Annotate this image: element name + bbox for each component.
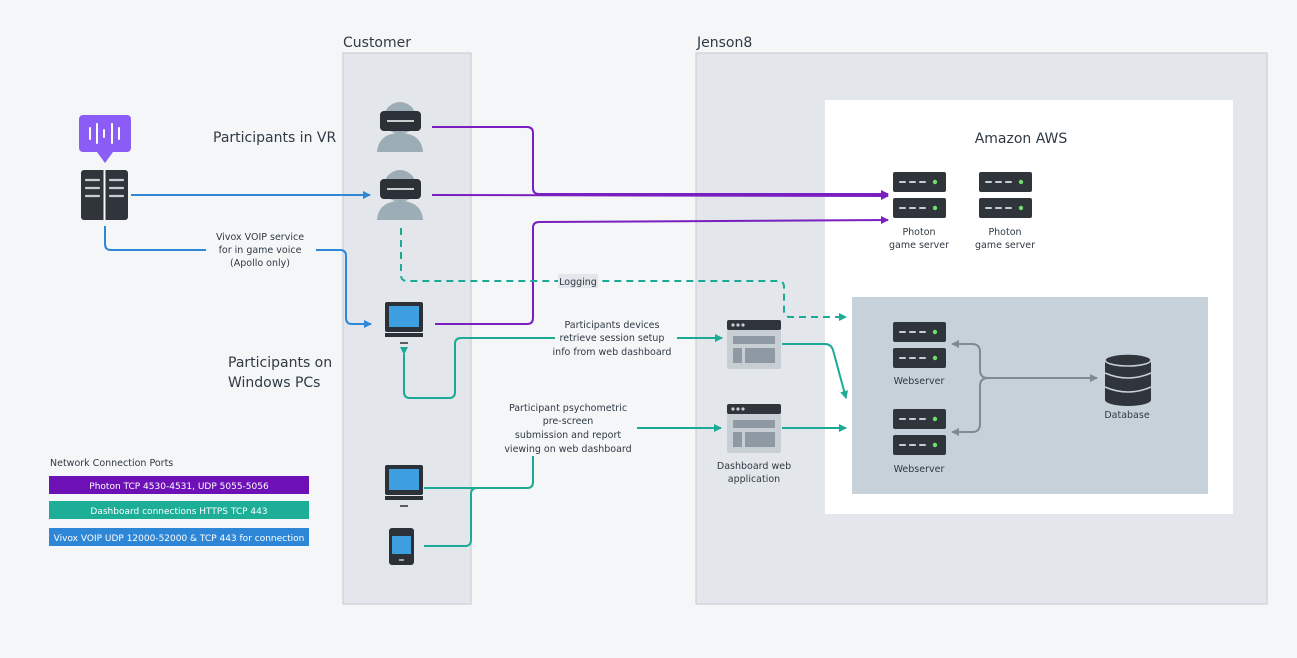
desktop-pc-icon [385,302,423,344]
legend-item-dashboard: Dashboard connections HTTPS TCP 443 [90,507,267,517]
photon-server-2-label-line1: Photon [988,227,1021,238]
legend-swatch-photon [49,476,309,494]
webserver-icon [893,409,946,455]
web-app-window-icon [727,404,781,453]
vr-headset-user-icon [377,170,423,220]
customer-zone-title: Customer [343,35,411,51]
logging-label: Logging [559,277,597,288]
photon-server-2-label-line2: game server [975,240,1035,251]
webserver-icon [893,322,946,368]
vr-group-label: Participants in VR [213,130,336,146]
photon-connection-line [431,191,889,200]
vivox-annotation-line1: Vivox VOIP service [216,232,304,243]
dashboard-connection-line [424,487,527,547]
psychometric-annotation-line2: pre-screen [543,416,594,427]
vivox-annotation-line2: for in game voice [219,245,302,256]
photon-server-1-label-line2: game server [889,240,949,251]
dashboard-connection-line [782,343,849,399]
psychometric-annotation-line1: Participant psychometric [509,403,627,414]
vr-headset-user-icon [377,102,423,152]
photon-connection-line [435,216,889,325]
webserver-2-label: Webserver [894,464,945,475]
pc-group-label-line2: Windows PCs [228,375,320,391]
aws-zone-title: Amazon AWS [975,131,1068,147]
mobile-phone-icon [389,528,414,565]
vivox-annotation-line3: (Apollo only) [230,258,290,269]
legend-item-vivox: Vivox VOIP UDP 12000-52000 & TCP 443 for… [54,534,305,544]
database-connection-line [951,377,989,436]
psychometric-annotation-line3: submission and report [515,430,621,441]
legend: Network Connection Ports Photon TCP 4530… [49,458,309,546]
session-annotation-line2: retrieve session setup [560,333,665,344]
voice-chat-icon [79,115,131,163]
photon-server-icon [893,172,946,218]
session-annotation-line3: info from web dashboard [553,347,672,358]
legend-item-photon: Photon TCP 4530-4531, UDP 5055-5056 [89,482,269,492]
photon-server-1-label-line1: Photon [902,227,935,238]
desktop-pc-icon [385,465,423,507]
pc-group-label-line1: Participants on [228,355,332,371]
web-app-window-icon [727,320,781,369]
database-label: Database [1104,410,1149,421]
vivox-server-icon [81,170,128,220]
psychometric-annotation-line4: viewing on web dashboard [504,444,631,455]
legend-title: Network Connection Ports [50,458,173,469]
dashboard-app-label-line1: Dashboard web [717,461,791,472]
photon-server-icon [979,172,1032,218]
photon-connection-line [432,126,889,198]
jenson8-zone-title: Jenson8 [696,35,752,51]
legend-swatch-dashboard [49,501,309,519]
dashboard-app-label-line2: application [728,474,780,485]
webserver-1-label: Webserver [894,376,945,387]
dashboard-connection-line [400,334,723,399]
logging-connection-line [400,228,847,321]
legend-swatch-vivox [49,528,309,546]
database-icon [1104,353,1152,406]
vivox-connection-line [104,226,372,328]
session-annotation-line1: Participants devices [565,320,660,331]
